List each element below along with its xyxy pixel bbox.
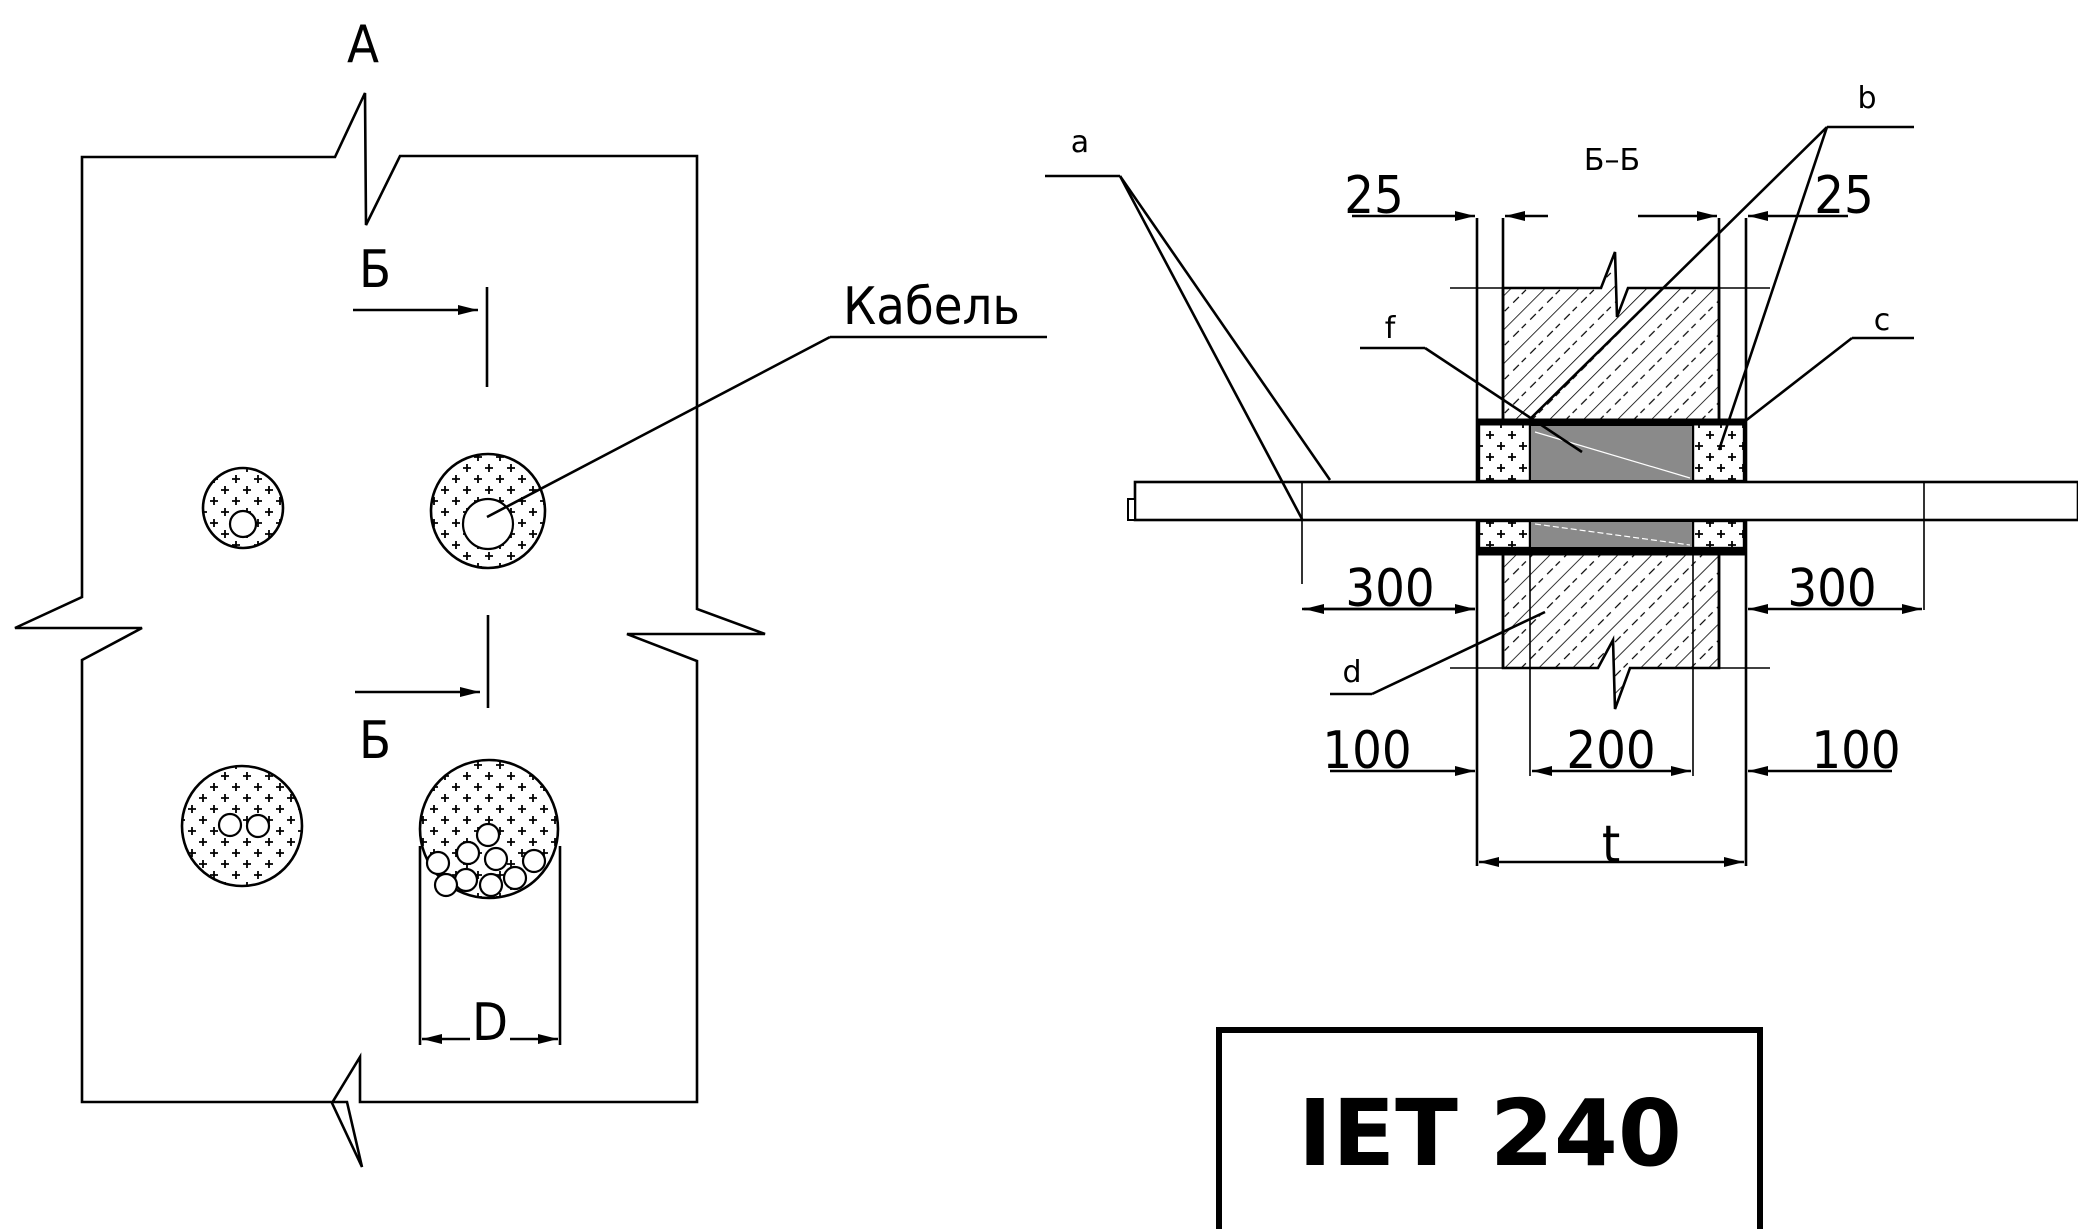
dim-bottom-right: 100 <box>1811 721 1900 781</box>
callout-f: f <box>1385 311 1397 346</box>
section-title: Б–Б <box>1584 143 1640 178</box>
wall-outline <box>14 92 766 1168</box>
dim-bottom-left: 100 <box>1322 721 1411 781</box>
plug-left-lower <box>1477 519 1532 550</box>
sealant-lower-line <box>1534 523 1691 546</box>
cable-leader <box>486 335 1047 519</box>
wall-face-view: А Б Б Кабель D <box>14 15 1047 1168</box>
section-mark-bottom: Б <box>359 711 391 771</box>
dim-bottom-center: 200 <box>1566 721 1655 781</box>
view-label-a: А <box>347 15 379 75</box>
section-view: Б–Б a b c f d 25 25 300 300 100 200 100 … <box>1045 81 2078 875</box>
diameter-label: D <box>472 993 508 1053</box>
dim-top-right: 25 <box>1814 166 1874 226</box>
dim-mid-left: 300 <box>1345 559 1434 619</box>
penetration-single-cable <box>429 452 547 570</box>
callout-c-leader <box>1743 336 1914 424</box>
callout-d: d <box>1342 655 1361 690</box>
callout-a: a <box>1071 125 1089 160</box>
sealant-upper-line <box>1534 431 1691 479</box>
callout-c: c <box>1874 303 1891 338</box>
dim-top-left: 25 <box>1344 166 1404 226</box>
diameter-dimension <box>418 846 562 1045</box>
wall-upper-hatch <box>1501 251 1721 422</box>
plug-right-upper <box>1691 421 1746 483</box>
plug-right-lower <box>1691 519 1746 550</box>
penetration-two-cables <box>180 764 304 888</box>
cable-body <box>1133 480 2078 522</box>
callout-b: b <box>1857 81 1876 116</box>
section-cut-bottom <box>355 615 490 708</box>
dim-mid-right: 300 <box>1787 559 1876 619</box>
product-label: IET 240 <box>1298 1080 1682 1187</box>
cable-end-cap <box>1127 498 1136 521</box>
section-cut-top <box>353 287 489 387</box>
cable-label: Кабель <box>843 277 1020 337</box>
product-box: IET 240 <box>1216 1027 1763 1229</box>
callout-a-leader <box>1045 174 1332 520</box>
dim-bottom <box>1330 552 1892 776</box>
penetration-small <box>201 466 285 550</box>
callout-b-leader <box>1526 125 1914 451</box>
section-mark-top: Б <box>359 240 391 300</box>
callout-d-leader <box>1330 610 1546 696</box>
plug-left-upper <box>1477 421 1532 483</box>
wall-lower-hatch <box>1501 552 1721 710</box>
callout-f-leader <box>1360 346 1583 454</box>
dim-thickness-label: t <box>1602 815 1620 875</box>
penetration-cable-bundle <box>418 758 560 900</box>
